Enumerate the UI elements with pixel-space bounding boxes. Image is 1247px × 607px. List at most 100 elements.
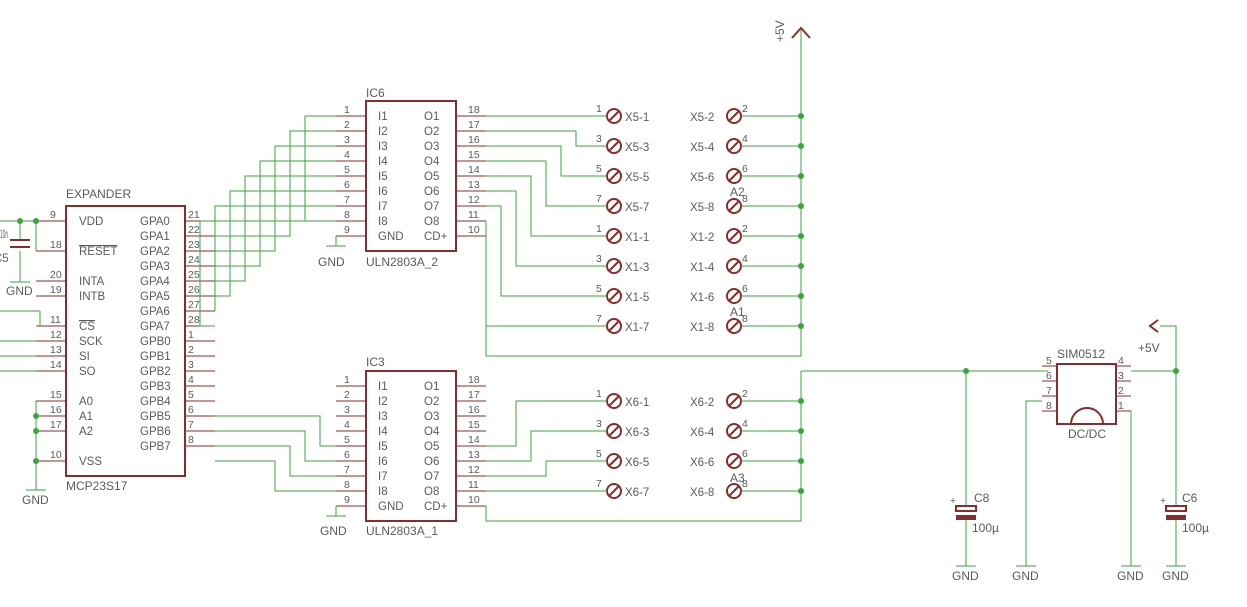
terminal-pin: 4 xyxy=(742,253,748,265)
junction-dot xyxy=(798,113,804,119)
terminal-label: X6-8 xyxy=(690,487,714,499)
ic6-pin-name: I6 xyxy=(378,186,388,198)
terminal-slash xyxy=(608,140,620,152)
c6-name: C6 xyxy=(1182,491,1198,505)
ic6-pin-number: 5 xyxy=(344,164,350,176)
junction-dot xyxy=(798,263,804,269)
expander-pin-name: GPB2 xyxy=(140,366,171,378)
terminal-slash xyxy=(608,395,620,407)
terminal-pin: 1 xyxy=(596,223,602,235)
expander-pin-name: A2 xyxy=(79,426,93,438)
net-wire xyxy=(485,221,607,327)
net-wire xyxy=(199,220,336,327)
terminal-pin: 6 xyxy=(742,163,748,175)
expander-pin-number: 26 xyxy=(188,284,200,296)
terminal-label: X6-1 xyxy=(625,397,649,409)
ic6-pin-name: I7 xyxy=(378,201,388,213)
junction-dot xyxy=(798,143,804,149)
terminal-label: X5-4 xyxy=(690,142,715,154)
ic3-pin-number: 11 xyxy=(468,479,479,491)
expander-pin-number: 2 xyxy=(188,344,194,356)
expander-title: EXPANDER xyxy=(66,187,131,201)
junction-dot xyxy=(798,173,804,179)
ic6-pin-number: 9 xyxy=(344,224,350,236)
junction-dot xyxy=(798,398,804,404)
ic3-pin-number: 9 xyxy=(344,494,350,506)
terminal-slash xyxy=(728,395,740,407)
sim-pin-number: 5 xyxy=(1046,355,1052,367)
expander-pin-number: 12 xyxy=(50,329,62,341)
expander-pin-name: RESET xyxy=(79,246,117,258)
expander-pin-number: 4 xyxy=(188,374,194,386)
ic3-pin-number: 10 xyxy=(468,494,480,506)
ic6-pin-name: O6 xyxy=(424,186,439,198)
net-wire xyxy=(486,430,607,462)
terminal-label: X5-7 xyxy=(625,202,649,214)
expander-pin-name: GPA4 xyxy=(140,276,170,288)
terminal-slash xyxy=(608,230,620,242)
sim-gnd-right-label: GND xyxy=(1117,569,1144,583)
ic3-uln2803a: 1I12I23I34I45I56I67I78I89GND18O117O216O3… xyxy=(326,370,486,522)
c6-plate xyxy=(1165,505,1187,512)
terminal-label: X6-6 xyxy=(690,457,714,469)
terminal-slash xyxy=(728,140,740,152)
terminal-pin: 1 xyxy=(596,103,602,115)
expander-pin-number: 15 xyxy=(50,389,62,401)
terminal-slash xyxy=(728,260,740,272)
ic3-pin-name: I5 xyxy=(378,441,388,453)
net-wire xyxy=(215,130,336,237)
sim-pin-number: 3 xyxy=(1118,370,1124,382)
terminal-slash xyxy=(608,290,620,302)
expander-part: MCP23S17 xyxy=(66,479,128,493)
ic6-pin-name: GND xyxy=(378,231,404,243)
ic3-pin-name: O1 xyxy=(424,381,439,393)
terminal-slash xyxy=(728,290,740,302)
terminal-label: X5-8 xyxy=(690,202,714,214)
group-label-a1: A1 xyxy=(730,305,745,319)
terminal-pin: 5 xyxy=(596,163,602,175)
net-wire xyxy=(486,175,607,237)
terminal-label: X1-2 xyxy=(690,232,714,244)
ic6-pin-number: 8 xyxy=(344,209,350,221)
ic3-pin-number: 1 xyxy=(344,374,350,386)
ic6-pin-name: I2 xyxy=(378,126,388,138)
ic3-pin-name: O3 xyxy=(424,411,439,423)
terminal-pin: 2 xyxy=(742,103,748,115)
expander-pin-name: GPA6 xyxy=(140,306,170,318)
terminal-label: X1-6 xyxy=(690,292,714,304)
ic6-pin-name: O3 xyxy=(424,141,439,153)
terminal-label: X1-7 xyxy=(625,322,649,334)
expander-vss-gnd-label: GND xyxy=(22,493,49,507)
cd-plus-wire xyxy=(485,506,801,522)
ic6-pin-name: O7 xyxy=(424,201,439,213)
ic3-pin-number: 15 xyxy=(468,419,480,431)
net-wire xyxy=(486,130,607,147)
expander-pin-number: 17 xyxy=(50,419,62,431)
expander-pin-name: GPA7 xyxy=(140,321,170,333)
terminal-pin: 3 xyxy=(596,418,602,430)
ic6-pin-number: 18 xyxy=(468,104,480,116)
vcc-wire xyxy=(1131,325,1177,372)
terminal-slash xyxy=(728,455,740,467)
sim-pin-number: 6 xyxy=(1046,370,1052,382)
junction-dot xyxy=(798,203,804,209)
ic3-pin-number: 17 xyxy=(468,389,480,401)
ic3-gnd-label: GND xyxy=(320,524,347,538)
ic6-pin-number: 14 xyxy=(468,164,480,176)
net-wire xyxy=(215,415,336,447)
net-wire xyxy=(215,430,336,462)
c6-value: 100µ xyxy=(1182,521,1209,535)
ic3-pin-number: 7 xyxy=(344,464,350,476)
connector-terminals: 1X5-13X5-35X5-57X5-71X1-13X1-35X1-57X1-7… xyxy=(596,103,748,499)
net-wire xyxy=(486,160,607,207)
terminal-label: X1-1 xyxy=(625,232,649,244)
ic6-pin-number: 4 xyxy=(344,149,350,161)
junction-dot xyxy=(798,293,804,299)
expander-pin-name: A1 xyxy=(79,411,93,423)
terminal-pin: 7 xyxy=(596,478,602,490)
ic6-pin-number: 13 xyxy=(468,179,480,191)
ic6-pin-number: 2 xyxy=(344,119,350,131)
c8-name: C8 xyxy=(974,491,990,505)
ic3-pin-name: I3 xyxy=(378,411,388,423)
c6-plus: + xyxy=(1160,495,1166,507)
